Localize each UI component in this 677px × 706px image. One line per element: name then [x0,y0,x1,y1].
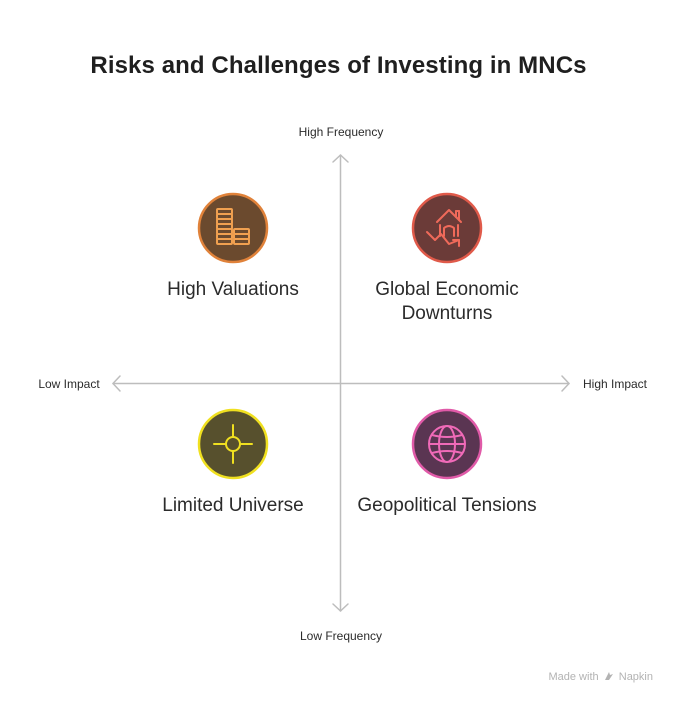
quadrant-limited-universe: Limited Universe [123,408,343,518]
quadrant-label: Global Economic Downturns [375,279,519,324]
quadrant-high-valuations: High Valuations [123,192,343,302]
quadrant-label: High Valuations [167,279,299,300]
axis-label-left: Low Impact [38,377,100,391]
made-with-text: Made with [548,671,599,683]
napkin-logo-icon [604,672,613,680]
globe-icon [411,408,483,480]
axis-label-top: High Frequency [298,125,384,139]
axis-label-right: High Impact [582,377,648,391]
quadrant-label: Geopolitical Tensions [357,495,537,516]
page-title: Risks and Challenges of Investing in MNC… [90,52,587,79]
quadrant-global-economic-downturns: Global Economic Downturns [337,192,557,326]
coin-stacks-icon [197,192,269,264]
arrow-down-icon [332,603,349,612]
footer-watermark: Made with Napkin [548,671,653,683]
axis-label-bottom: Low Frequency [299,629,383,643]
napkin-brand-text: Napkin [618,671,653,683]
crosshair-icon [197,408,269,480]
quadrant-geopolitical-tensions: Geopolitical Tensions [337,408,557,518]
house-falling-icon [411,192,483,264]
arrow-left-icon [112,375,121,392]
arrow-right-icon [561,375,570,392]
arrow-up-icon [332,154,349,163]
quadrant-label: Limited Universe [162,495,304,516]
